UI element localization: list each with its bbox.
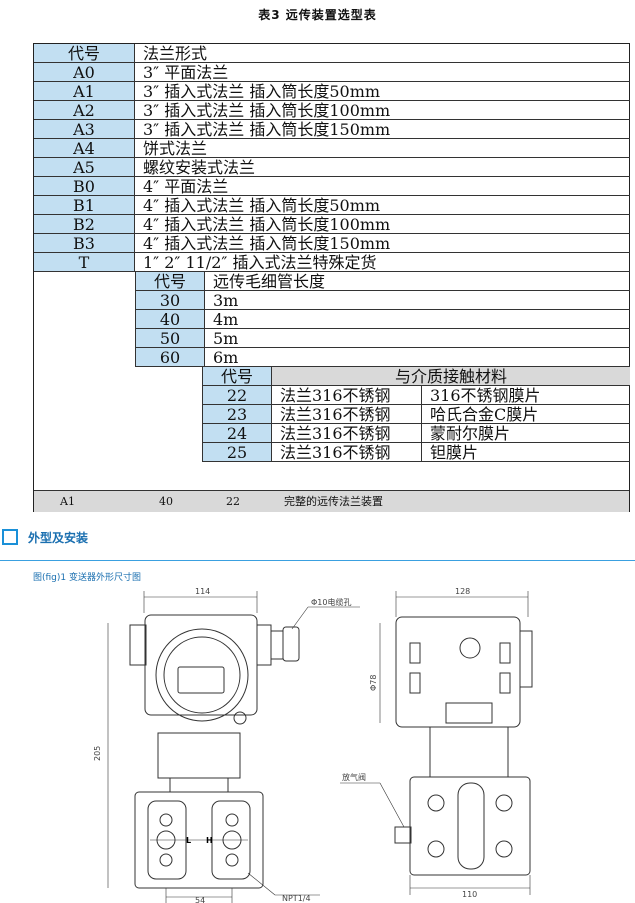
table1-code-cell: A3 xyxy=(34,120,135,139)
table1-desc-cell: 饼式法兰 xyxy=(135,139,630,158)
table3-code-cell: 24 xyxy=(202,424,272,443)
table1-code-cell: B3 xyxy=(34,234,135,253)
table1-desc-cell: 4″ 插入式法兰 插入筒长度50mm xyxy=(135,196,630,215)
table2-length-cell: 5m xyxy=(205,329,630,348)
table1-code-cell: B0 xyxy=(34,177,135,196)
dim-diameter: Φ78 xyxy=(369,675,378,691)
table1-code-cell: A5 xyxy=(34,158,135,177)
table3-diaphragm-cell: 钽膜片 xyxy=(422,443,630,462)
dim-height: 205 xyxy=(93,746,102,761)
table2-header-code: 代号 xyxy=(135,272,205,291)
table3-flange-cell: 法兰316不锈钢 xyxy=(272,424,422,443)
table2-length-cell: 6m xyxy=(205,348,630,367)
table2-code-cell: 30 xyxy=(135,291,205,310)
table1-desc-cell: 螺纹安装式法兰 xyxy=(135,158,630,177)
section-rule xyxy=(0,560,635,561)
table1-code-cell: B2 xyxy=(34,215,135,234)
low-side-label: L xyxy=(186,836,191,845)
dimension-drawing: 114 128 205 54 110 Φ78 Φ10电缆孔 放气阀 NPT1/4… xyxy=(93,587,533,903)
table1-desc-cell: 3″ 平面法兰 xyxy=(135,63,630,82)
table1-desc-cell: 4″ 插入式法兰 插入筒长度150mm xyxy=(135,234,630,253)
dim-bottom-right: 110 xyxy=(462,890,477,899)
table1-header-code: 代号 xyxy=(34,44,135,63)
table-title: 表3 远传装置选型表 xyxy=(258,8,377,22)
table3-code-cell: 23 xyxy=(202,405,272,424)
table2-length-cell: 4m xyxy=(205,310,630,329)
table3-diaphragm-cell: 316不锈钢膜片 xyxy=(422,386,630,405)
example-code-3: 22 xyxy=(226,495,240,508)
table3-header-material: 与介质接触材料 xyxy=(272,367,630,386)
table3-diaphragm-cell: 哈氏合金C膜片 xyxy=(422,405,630,424)
table1-desc-cell: 4″ 插入式法兰 插入筒长度100mm xyxy=(135,215,630,234)
table3-code-cell: 25 xyxy=(202,443,272,462)
table3-code-cell: 22 xyxy=(202,386,272,405)
table3-header-code: 代号 xyxy=(202,367,272,386)
table1-desc-cell: 1″ 2″ 11/2″ 插入式法兰特殊定货 xyxy=(135,253,630,272)
table2-length-cell: 3m xyxy=(205,291,630,310)
table3-flange-cell: 法兰316不锈钢 xyxy=(272,405,422,424)
table1-code-cell: A4 xyxy=(34,139,135,158)
table1-desc-cell: 3″ 插入式法兰 插入筒长度150mm xyxy=(135,120,630,139)
table1-desc-cell: 4″ 平面法兰 xyxy=(135,177,630,196)
table2-code-cell: 40 xyxy=(135,310,205,329)
table1-desc-cell: 3″ 插入式法兰 插入筒长度100mm xyxy=(135,101,630,120)
table2-code-cell: 50 xyxy=(135,329,205,348)
example-code-1: A1 xyxy=(60,495,75,508)
example-row: A1 40 22 完整的远传法兰装置 xyxy=(34,491,629,512)
table1-desc-cell: 3″ 插入式法兰 插入筒长度50mm xyxy=(135,82,630,101)
npt-label: NPT1/4 xyxy=(282,894,311,903)
example-divider xyxy=(34,490,629,491)
table1-code-cell: T xyxy=(34,253,135,272)
dim-bottom-left: 54 xyxy=(195,896,205,903)
table3-diaphragm-cell: 蒙耐尔膜片 xyxy=(422,424,630,443)
table3-flange-cell: 法兰316不锈钢 xyxy=(272,443,422,462)
section-heading: 外型及安装 xyxy=(2,529,88,546)
example-code-2: 40 xyxy=(159,495,173,508)
dim-top-left: 114 xyxy=(195,587,210,596)
dim-top-right: 128 xyxy=(455,587,470,596)
table3-flange-cell: 法兰316不锈钢 xyxy=(272,386,422,405)
example-description: 完整的远传法兰装置 xyxy=(284,495,383,508)
table1-code-cell: A2 xyxy=(34,101,135,120)
high-side-label: H xyxy=(206,836,213,845)
table1-code-cell: A0 xyxy=(34,63,135,82)
figure-caption: 图(fig)1 变送器外形尺寸图 xyxy=(33,573,141,583)
cable-hole-label: Φ10电缆孔 xyxy=(311,597,351,607)
square-bullet-icon xyxy=(2,529,18,545)
table2-header-length: 远传毛细管长度 xyxy=(205,272,630,291)
table1-header-type: 法兰形式 xyxy=(135,44,630,63)
table1-code-cell: A1 xyxy=(34,82,135,101)
table1-code-cell: B1 xyxy=(34,196,135,215)
table2-code-cell: 60 xyxy=(135,348,205,367)
vent-valve-label: 放气阀 xyxy=(342,772,366,782)
section-title: 外型及安装 xyxy=(28,531,89,545)
